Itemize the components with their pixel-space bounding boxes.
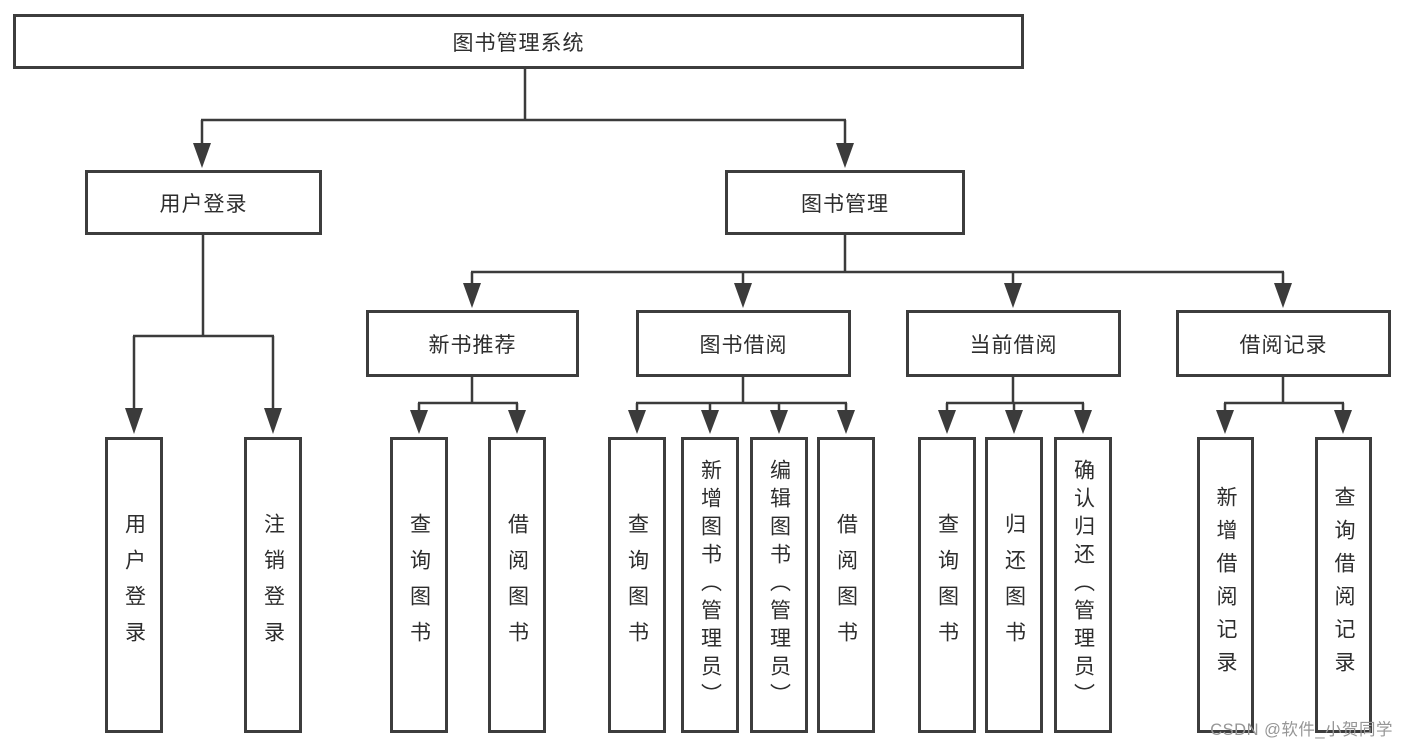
node-book-management: 图书管理 xyxy=(725,170,965,235)
leaf-edit-book-admin: 编辑图书（管理员） xyxy=(750,437,808,733)
node-new-book-recommend: 新书推荐 xyxy=(366,310,579,377)
leaf-query-borrow-record: 查询借阅记录 xyxy=(1315,437,1372,733)
leaf-user-login: 用户登录 xyxy=(105,437,163,733)
node-library-management-system: 图书管理系统 xyxy=(13,14,1024,69)
leaf-return-book: 归还图书 xyxy=(985,437,1043,733)
leaf-borrow-books-recommend: 借阅图书 xyxy=(488,437,546,733)
leaf-confirm-return-admin: 确认归还（管理员） xyxy=(1054,437,1112,733)
leaf-add-borrow-record: 新增借阅记录 xyxy=(1197,437,1254,733)
leaf-query-books-recommend: 查询图书 xyxy=(390,437,448,733)
node-borrow-records: 借阅记录 xyxy=(1176,310,1391,377)
leaf-query-books-current: 查询图书 xyxy=(918,437,976,733)
csdn-watermark: CSDN @软件_小贺同学 xyxy=(1210,721,1393,739)
leaf-query-books-borrow: 查询图书 xyxy=(608,437,666,733)
node-current-borrow: 当前借阅 xyxy=(906,310,1121,377)
node-book-borrow: 图书借阅 xyxy=(636,310,851,377)
arrowheads xyxy=(125,143,1352,434)
node-user-login: 用户登录 xyxy=(85,170,322,235)
leaf-logout: 注销登录 xyxy=(244,437,302,733)
leaf-borrow-books: 借阅图书 xyxy=(817,437,875,733)
leaf-add-book-admin: 新增图书（管理员） xyxy=(681,437,739,733)
